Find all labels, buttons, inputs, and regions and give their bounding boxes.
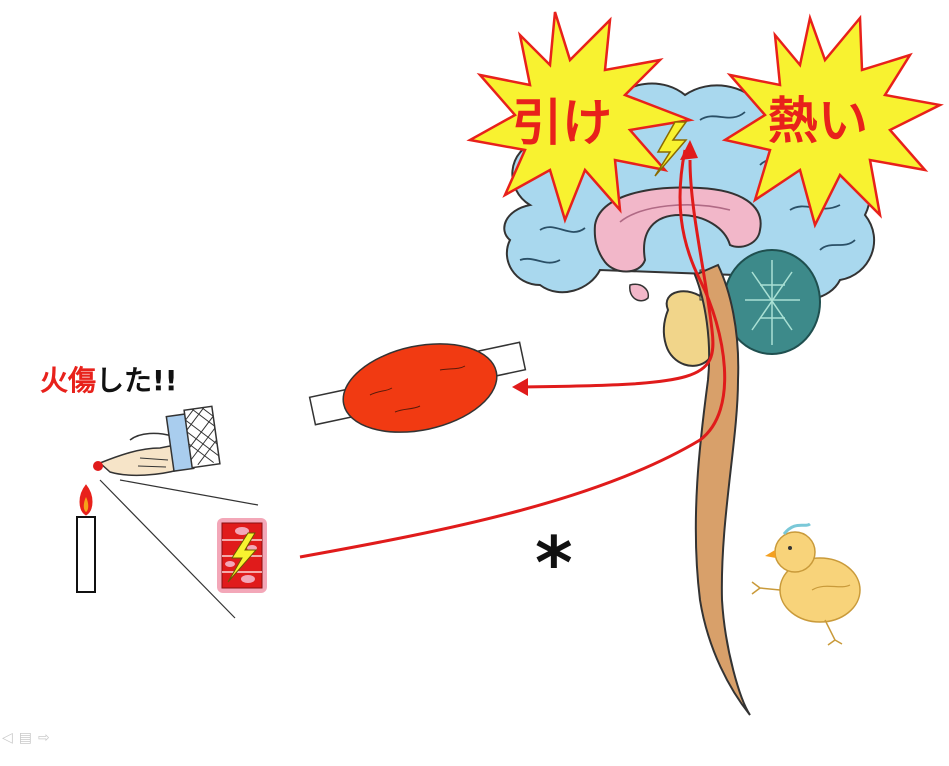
burn-label-part1: 火傷 (40, 364, 96, 397)
limbic-system (593, 186, 762, 273)
chick-icon (751, 522, 861, 646)
arrow-to-brain (680, 140, 698, 160)
skin-receptor-icon (217, 518, 267, 593)
candle-icon (76, 484, 96, 593)
motor-pathway (519, 159, 715, 389)
arrow-to-muscle (512, 378, 528, 396)
zoom-lines (99, 479, 259, 619)
slide-menu-icon[interactable]: ▤ (18, 730, 33, 746)
burn-label-part2: した!! (96, 364, 178, 397)
asterisk-mark: * (535, 521, 573, 605)
spinal-cord (693, 263, 751, 716)
pointing-hand-icon (93, 405, 221, 477)
lightning-icon (654, 121, 688, 177)
burn-label: 火傷した!! (40, 364, 178, 397)
nerve-pathways (299, 149, 727, 559)
hypothalamus (629, 283, 650, 302)
muscle (308, 341, 527, 433)
previous-slide-icon[interactable]: ◁ (2, 730, 13, 746)
next-slide-icon[interactable]: ⇨ (38, 730, 50, 746)
sensory-pathway (299, 149, 727, 559)
burst-pull-text: 引け (512, 94, 612, 152)
burst-pull: 引け (466, 11, 695, 224)
cerebellum (723, 249, 821, 355)
slide-nav: ◁ ▤ ⇨ (2, 730, 50, 746)
burst-hot: 熱い (721, 13, 944, 229)
burst-hot-text: 熱い (768, 92, 868, 150)
